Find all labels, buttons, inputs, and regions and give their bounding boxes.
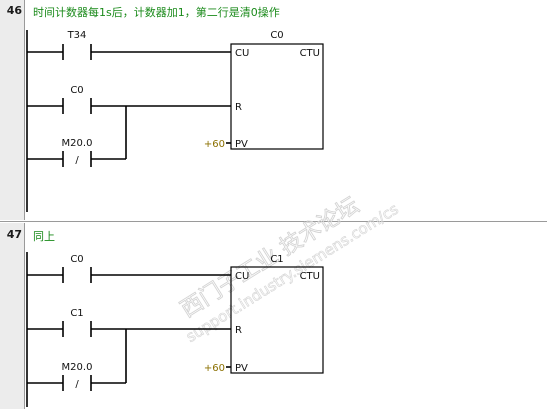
- pin-r: R: [235, 325, 242, 336]
- pin-ctu: CTU: [300, 48, 320, 59]
- contact-label: C1: [70, 308, 83, 319]
- network-47-gutter: [0, 223, 25, 409]
- network-47-comment[interactable]: 同上: [33, 230, 55, 243]
- pin-pv: PV: [235, 363, 248, 374]
- pin-cu: CU: [235, 271, 249, 282]
- watermark: 西门子工业 技术论坛 support.industry.siemens.com/…: [176, 192, 402, 346]
- counter-box-c0[interactable]: [230, 43, 324, 150]
- negation-symbol: /: [75, 155, 79, 166]
- contact-label: C0: [70, 254, 83, 265]
- pin-pv: PV: [235, 139, 248, 150]
- contact-label: M20.0: [62, 138, 93, 149]
- network-46-number: 46: [6, 4, 22, 17]
- network-46-comment[interactable]: 时间计数器每1s后，计数器加1，第二行是清0操作: [33, 6, 280, 19]
- network-46-gutter: [0, 0, 25, 220]
- contact-label: C0: [70, 85, 83, 96]
- counter-name: C0: [270, 30, 283, 41]
- pv-value[interactable]: +60: [204, 363, 225, 374]
- network-47-number: 47: [6, 228, 22, 241]
- contact-label: T34: [67, 30, 87, 41]
- network-separator: [0, 221, 547, 222]
- pv-value[interactable]: +60: [204, 139, 225, 150]
- pin-r: R: [235, 102, 242, 113]
- watermark-url: support.industry.siemens.com/cs: [183, 200, 402, 346]
- pin-cu: CU: [235, 48, 249, 59]
- pin-ctu: CTU: [300, 271, 320, 282]
- contact-label: M20.0: [62, 362, 93, 373]
- negation-symbol: /: [75, 379, 79, 390]
- counter-name: C1: [270, 254, 283, 265]
- counter-box-c1[interactable]: [230, 266, 324, 374]
